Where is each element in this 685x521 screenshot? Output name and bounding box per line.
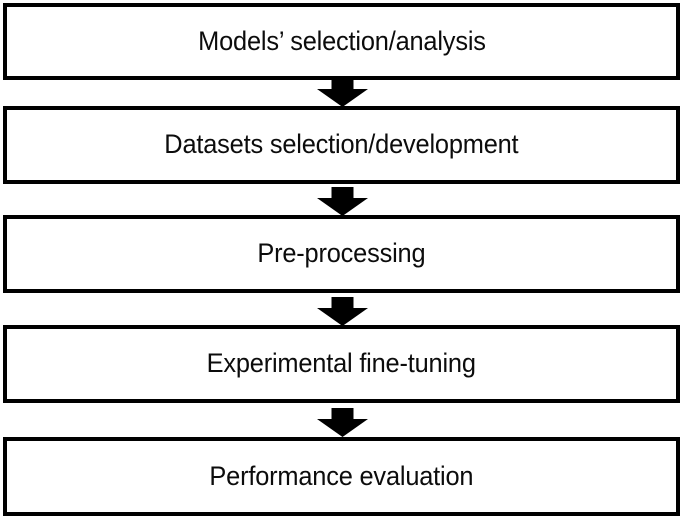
- flow-step-datasets-selection-development[interactable]: Datasets selection/development: [3, 106, 680, 184]
- flow-step-pre-processing[interactable]: Pre-processing: [3, 215, 680, 293]
- flow-step-label: Datasets selection/development: [164, 129, 519, 160]
- flow-step-performance-evaluation[interactable]: Performance evaluation: [3, 437, 680, 516]
- flow-step-experimental-fine-tuning[interactable]: Experimental fine-tuning: [3, 325, 680, 403]
- down-block-arrow-icon: [317, 187, 368, 216]
- down-block-arrow-icon: [317, 408, 368, 437]
- flow-step-models-selection-analysis[interactable]: Models’ selection/analysis: [3, 3, 680, 80]
- flow-step-label: Performance evaluation: [209, 460, 474, 491]
- flow-step-label: Experimental fine-tuning: [206, 348, 477, 379]
- down-block-arrow-icon: [317, 297, 368, 326]
- flow-step-label: Pre-processing: [257, 238, 426, 269]
- down-block-arrow-icon: [317, 78, 368, 107]
- flow-step-label: Models’ selection/analysis: [197, 25, 486, 56]
